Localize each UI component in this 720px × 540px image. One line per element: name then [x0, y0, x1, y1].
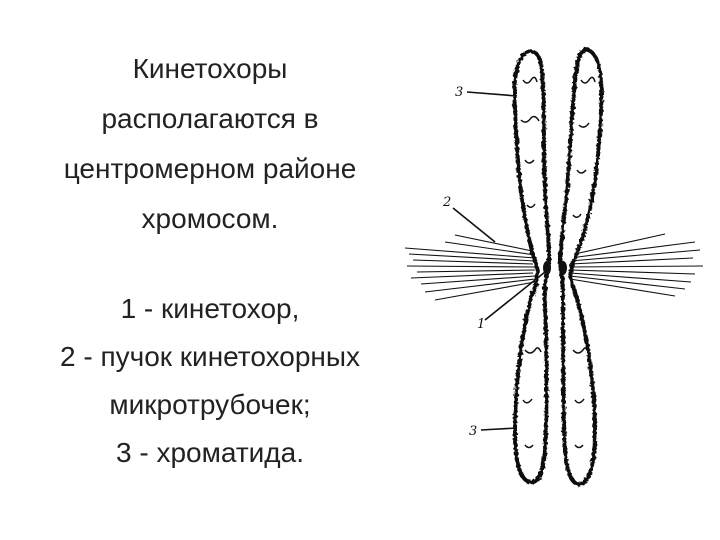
legend-line-1: 1 - кинетохор, — [0, 293, 410, 325]
chromosome-diagram: 3 2 1 3 — [395, 30, 720, 510]
legend-line-3: микротрубочек; — [0, 389, 410, 421]
label-2: 2 — [442, 195, 451, 210]
microtubule-bundle — [405, 234, 703, 300]
heading-line-3: центромерном районе — [0, 153, 410, 185]
heading-line-4: хромосом. — [0, 203, 410, 235]
heading-line-2: располагаются в — [0, 103, 410, 135]
label-3-bottom: 3 — [469, 424, 477, 439]
kinetochore — [543, 261, 567, 275]
legend-line-2: 2 - пучок кинетохорных — [0, 341, 410, 373]
label-3-top: 3 — [455, 85, 463, 100]
heading-line-1: Кинетохоры — [0, 53, 410, 85]
legend-line-4: 3 - хроматида. — [0, 437, 410, 469]
label-1: 1 — [477, 317, 485, 332]
caption-text: Кинетохоры располагаются в центромерном … — [0, 0, 410, 540]
